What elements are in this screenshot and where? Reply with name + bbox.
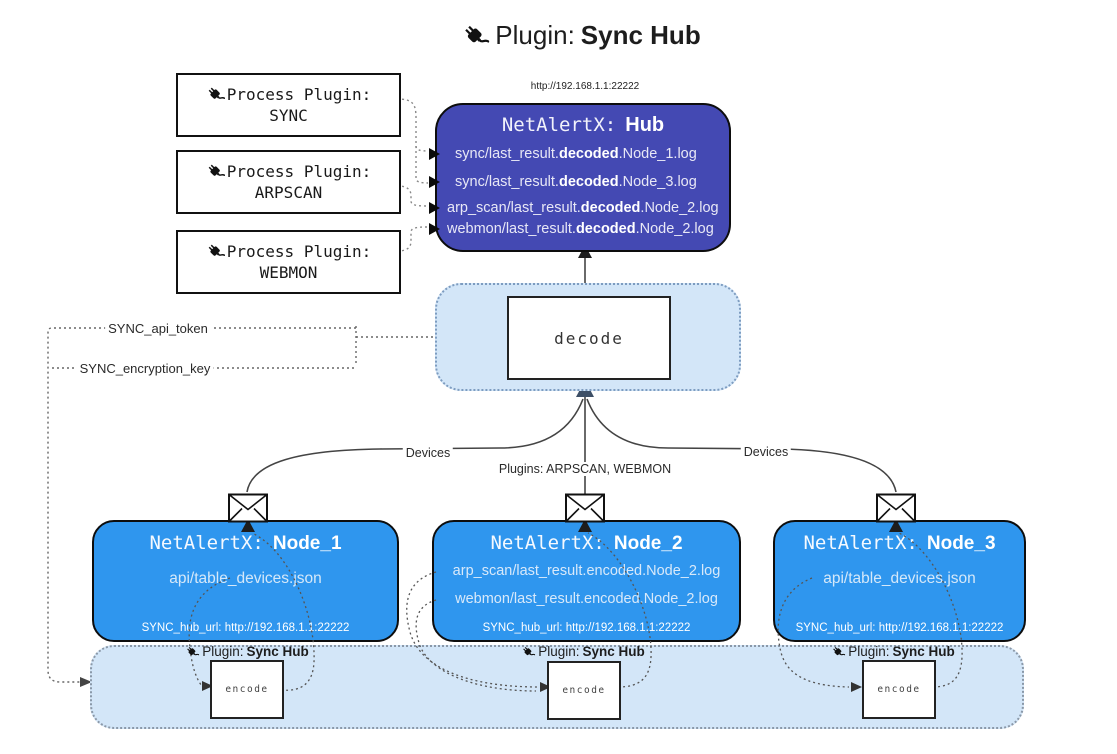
arrow-right-icon (429, 176, 440, 188)
page-title: Plugin: Sync Hub (461, 20, 701, 51)
plug-icon (521, 645, 535, 659)
band-plugin-label: Plugin: Sync Hub (831, 644, 955, 659)
node-title: NetAlertX: Node_1 (94, 532, 397, 555)
node-title-app: NetAlertX: (803, 532, 918, 554)
hub-box: NetAlertX:Hub sync/last_result.decoded.N… (429, 103, 731, 252)
arrow-right-icon (429, 202, 440, 214)
title-bold: Sync Hub (580, 20, 701, 50)
band-label-bold: Sync Hub (246, 644, 309, 659)
node-title: NetAlertX: Node_3 (775, 532, 1024, 555)
hub-item-text: .Node_2.log (635, 221, 714, 237)
hub-item-bold: decoded (575, 221, 636, 237)
envelope-icon (876, 493, 916, 523)
process-plugin-label: Process Plugin: (226, 162, 372, 181)
process-plugin-label: Process Plugin: (226, 85, 372, 104)
node-hub-url: SYNC_hub_url: http://192.168.1.1:22222 (795, 622, 1004, 634)
hub-item-text: .Node_1.log (618, 146, 697, 162)
encode-box-3: encode (862, 660, 936, 719)
hub-log-item: sync/last_result.decoded.Node_1.log (429, 144, 727, 164)
hub-log-item: webmon/last_result.decoded.Node_2.log (429, 219, 727, 239)
process-plugin-label: Process Plugin: (226, 242, 372, 261)
band-label-bold: Sync Hub (582, 644, 645, 659)
hub-item-bold: decoded (558, 146, 619, 162)
plugins-edge-label: Plugins: ARPSCAN, WEBMON (495, 462, 675, 476)
hub-item-text: sync/last_result. (455, 146, 559, 162)
process-plugin-box-sync: Process Plugin: SYNC (176, 73, 401, 137)
node-title-name: Node_1 (272, 533, 342, 554)
sync-api-token-label: SYNC_api_token (105, 321, 211, 336)
sync-encryption-key-label: SYNC_encryption_key (76, 361, 214, 376)
hub-title: NetAlertX: Hub (437, 114, 729, 137)
node-box-2: NetAlertX: Node_2 arp_scan/last_result.en… (432, 520, 741, 642)
plug-icon (185, 645, 199, 659)
hub-title-app: NetAlertX: (501, 114, 617, 136)
plug-icon (206, 85, 225, 104)
node-hub-url: SYNC_hub_url: http://192.168.1.1:22222 (141, 622, 350, 634)
node-to-decode-curves (246, 397, 897, 495)
node-title-name: Node_3 (926, 533, 996, 554)
hub-item-bold: decoded (580, 200, 641, 216)
hub-log-item: sync/last_result.decoded.Node_3.log (429, 172, 727, 192)
node-file-line: webmon/last_result.encoded.Node_2.log (455, 591, 718, 607)
band-plugin-label: Plugin: Sync Hub (521, 644, 645, 659)
plug-icon (206, 242, 225, 261)
node-file-line: api/table_devices.json (169, 570, 322, 587)
plugin-to-hub-connectors (396, 98, 429, 252)
band-label-prefix: Plugin: (538, 644, 580, 659)
hub-item-text: .Node_2.log (640, 200, 719, 216)
band-label-bold: Sync Hub (892, 644, 955, 659)
hub-item-text: webmon/last_result. (447, 221, 576, 237)
node-file-line: api/table_devices.json (823, 570, 976, 587)
process-plugin-box-arpscan: Process Plugin: ARPSCAN (176, 150, 401, 214)
hub-item-bold: decoded (558, 174, 619, 190)
band-label-prefix: Plugin: (202, 644, 244, 659)
envelope-icon (565, 493, 605, 523)
node-box-3: NetAlertX:Node_3 api/table_devices.json … (773, 520, 1026, 642)
process-plugin-name: SYNC (269, 106, 308, 125)
encode-box-1: encode (210, 660, 284, 719)
hub-log-item: arp_scan/last_result.decoded.Node_2.log (429, 198, 727, 218)
node-title-app: NetAlertX: (490, 532, 605, 554)
node-hub-url: SYNC_hub_url: http://192.168.1.1:22222 (482, 622, 691, 634)
encode-box-2: encode (547, 661, 621, 720)
decode-box: decode (507, 296, 671, 380)
hub-item-text: arp_scan/last_result. (447, 200, 581, 216)
arrow-right-icon (429, 223, 440, 235)
hub-item-text: .Node_3.log (618, 174, 697, 190)
envelope-icon (228, 493, 268, 523)
plug-icon (831, 645, 845, 659)
node-title-app: NetAlertX: (149, 532, 264, 554)
process-plugin-box-webmon: Process Plugin: WEBMON (176, 230, 401, 294)
hub-url-label: http://192.168.1.1:22222 (530, 81, 640, 92)
process-plugin-name: WEBMON (259, 263, 318, 282)
title-prefix: Plugin: (495, 20, 575, 50)
node-box-1: NetAlertX:Node_1 api/table_devices.json … (92, 520, 399, 642)
devices-edge-label-right: Devices (740, 445, 792, 459)
node-title-name: Node_2 (613, 533, 683, 554)
hub-item-text: sync/last_result. (455, 174, 559, 190)
process-plugin-name: ARPSCAN (254, 183, 323, 202)
node-title: NetAlertX: Node_2 (434, 532, 739, 555)
band-plugin-label: Plugin: Sync Hub (185, 644, 309, 659)
node-file-line: arp_scan/last_result.encoded.Node_2.log (452, 563, 721, 579)
arrow-right-icon (429, 148, 440, 160)
devices-edge-label-left: Devices (402, 446, 454, 460)
band-label-prefix: Plugin: (848, 644, 890, 659)
hub-title-name: Hub (625, 114, 665, 136)
plug-icon (461, 22, 489, 50)
plug-icon (206, 162, 225, 181)
